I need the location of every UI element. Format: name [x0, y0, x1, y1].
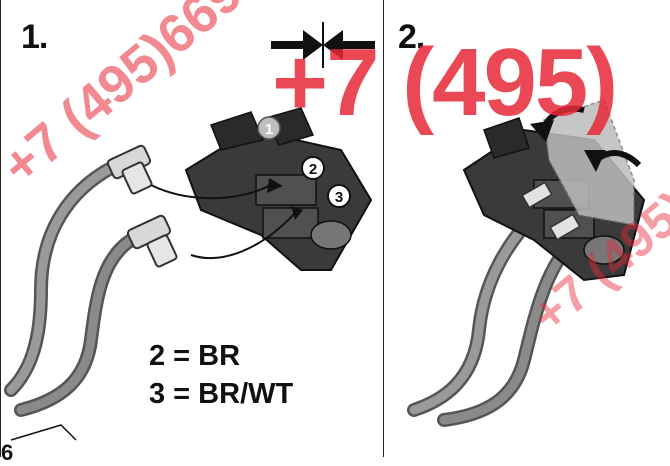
compress-arrows-icon: [271, 22, 375, 68]
connector-housing-assembled: [462, 99, 646, 282]
legend-line-2: 3 = BR/WT: [149, 378, 294, 410]
callout-2: 2: [301, 156, 325, 180]
callout-1-label: 1: [265, 121, 273, 138]
step-2-illustration: [407, 99, 646, 427]
step-1-panel: 1.: [0, 0, 384, 465]
legend-line-1: 2 = BR: [149, 340, 241, 372]
callout-3: 3: [327, 184, 351, 208]
callout-1: 1: [257, 116, 281, 140]
terminal-bottom: [126, 214, 178, 268]
step-1-illustration: 1 2 3: [4, 22, 375, 441]
step-2-panel: 2.: [384, 0, 670, 457]
rotate-arrow-icon: [530, 105, 642, 172]
step-2-number: 2.: [398, 18, 425, 56]
connector-housing: [184, 107, 373, 271]
step-1-number: 1.: [21, 18, 48, 56]
callout-2-label: 2: [309, 161, 317, 178]
page-ref: 6: [1, 440, 14, 465]
terminal-top: [106, 144, 153, 195]
callout-3-label: 3: [335, 189, 343, 206]
